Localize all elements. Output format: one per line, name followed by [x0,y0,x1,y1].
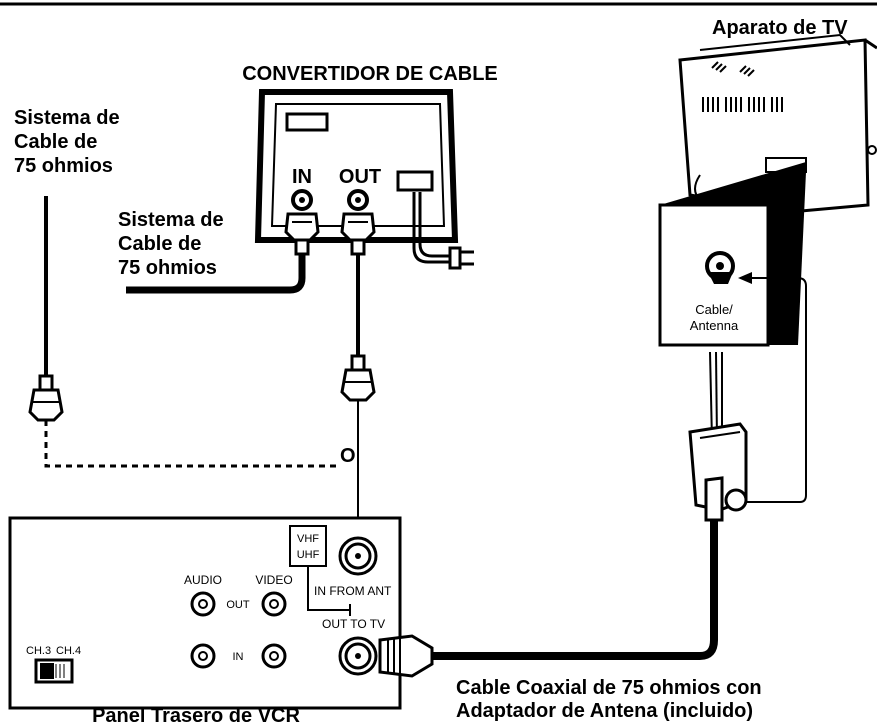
in-from-ant-jack [338,536,378,576]
tv-input-label-line2: Antenna [690,318,739,333]
cable-system-left-line1: Sistema de [14,107,120,129]
video-label: VIDEO [255,573,292,587]
in-row-label: IN [233,651,244,663]
converter-out-jack [340,189,376,256]
or-label: O [340,445,356,467]
power-cord [412,192,474,270]
out-to-tv-jack [338,636,378,676]
video-out-jack [261,591,287,617]
converter-in-label: IN [292,166,312,188]
in-from-ant-label: IN FROM ANT [314,584,392,598]
audio-label: AUDIO [184,573,222,587]
vhf-label: VHF [297,533,319,545]
cable-to-converter-in [126,254,306,294]
ch4-label: CH.4 [56,645,81,657]
audio-out-jack [190,591,216,617]
audio-in-jack [190,643,216,669]
left-cable-plug [28,374,64,422]
cable-system-mid-line1: Sistema de [118,209,224,231]
cable-system-mid-line3: 75 ohmios [118,257,217,279]
ch3-label: CH.3 [26,645,51,657]
tv-input-label-line1: Cable/ [695,302,733,317]
converter-in-jack [284,189,320,256]
channel-switch [34,658,74,684]
coax-cable-to-adapter [432,520,718,660]
vcr-panel-title: Panel Trasero de VCR [92,705,300,724]
vhf-uhf-box [289,525,327,567]
video-in-jack [261,643,287,669]
adapter-twin-lead [709,351,723,441]
tv-cable-antenna-jack [705,251,735,284]
coax-plug [378,634,434,678]
antenna-adapter [688,422,748,522]
coax-caption-line1: Cable Coaxial de 75 ohmios con [456,677,762,699]
tv-set [678,33,877,214]
uhf-label: UHF [297,549,320,561]
cable-system-left-line3: 75 ohmios [14,155,113,177]
cable-system-mid-line2: Cable de [118,233,201,255]
tv-title: Aparato de TV [712,17,848,39]
out-row-label: OUT [226,599,250,611]
coax-caption-line2: Adaptador de Antena (incluido) [456,700,753,722]
alternate-dashed-path [44,420,340,468]
converter-out-label: OUT [339,166,381,188]
out-to-tv-label: OUT TO TV [322,617,385,631]
converter-title: CONVERTIDOR DE CABLE [242,63,498,85]
converter-cable-plug [340,354,376,402]
antenna-adapter-to-tv-arrow [738,277,807,503]
cable-system-left-line2: Cable de [14,131,97,153]
